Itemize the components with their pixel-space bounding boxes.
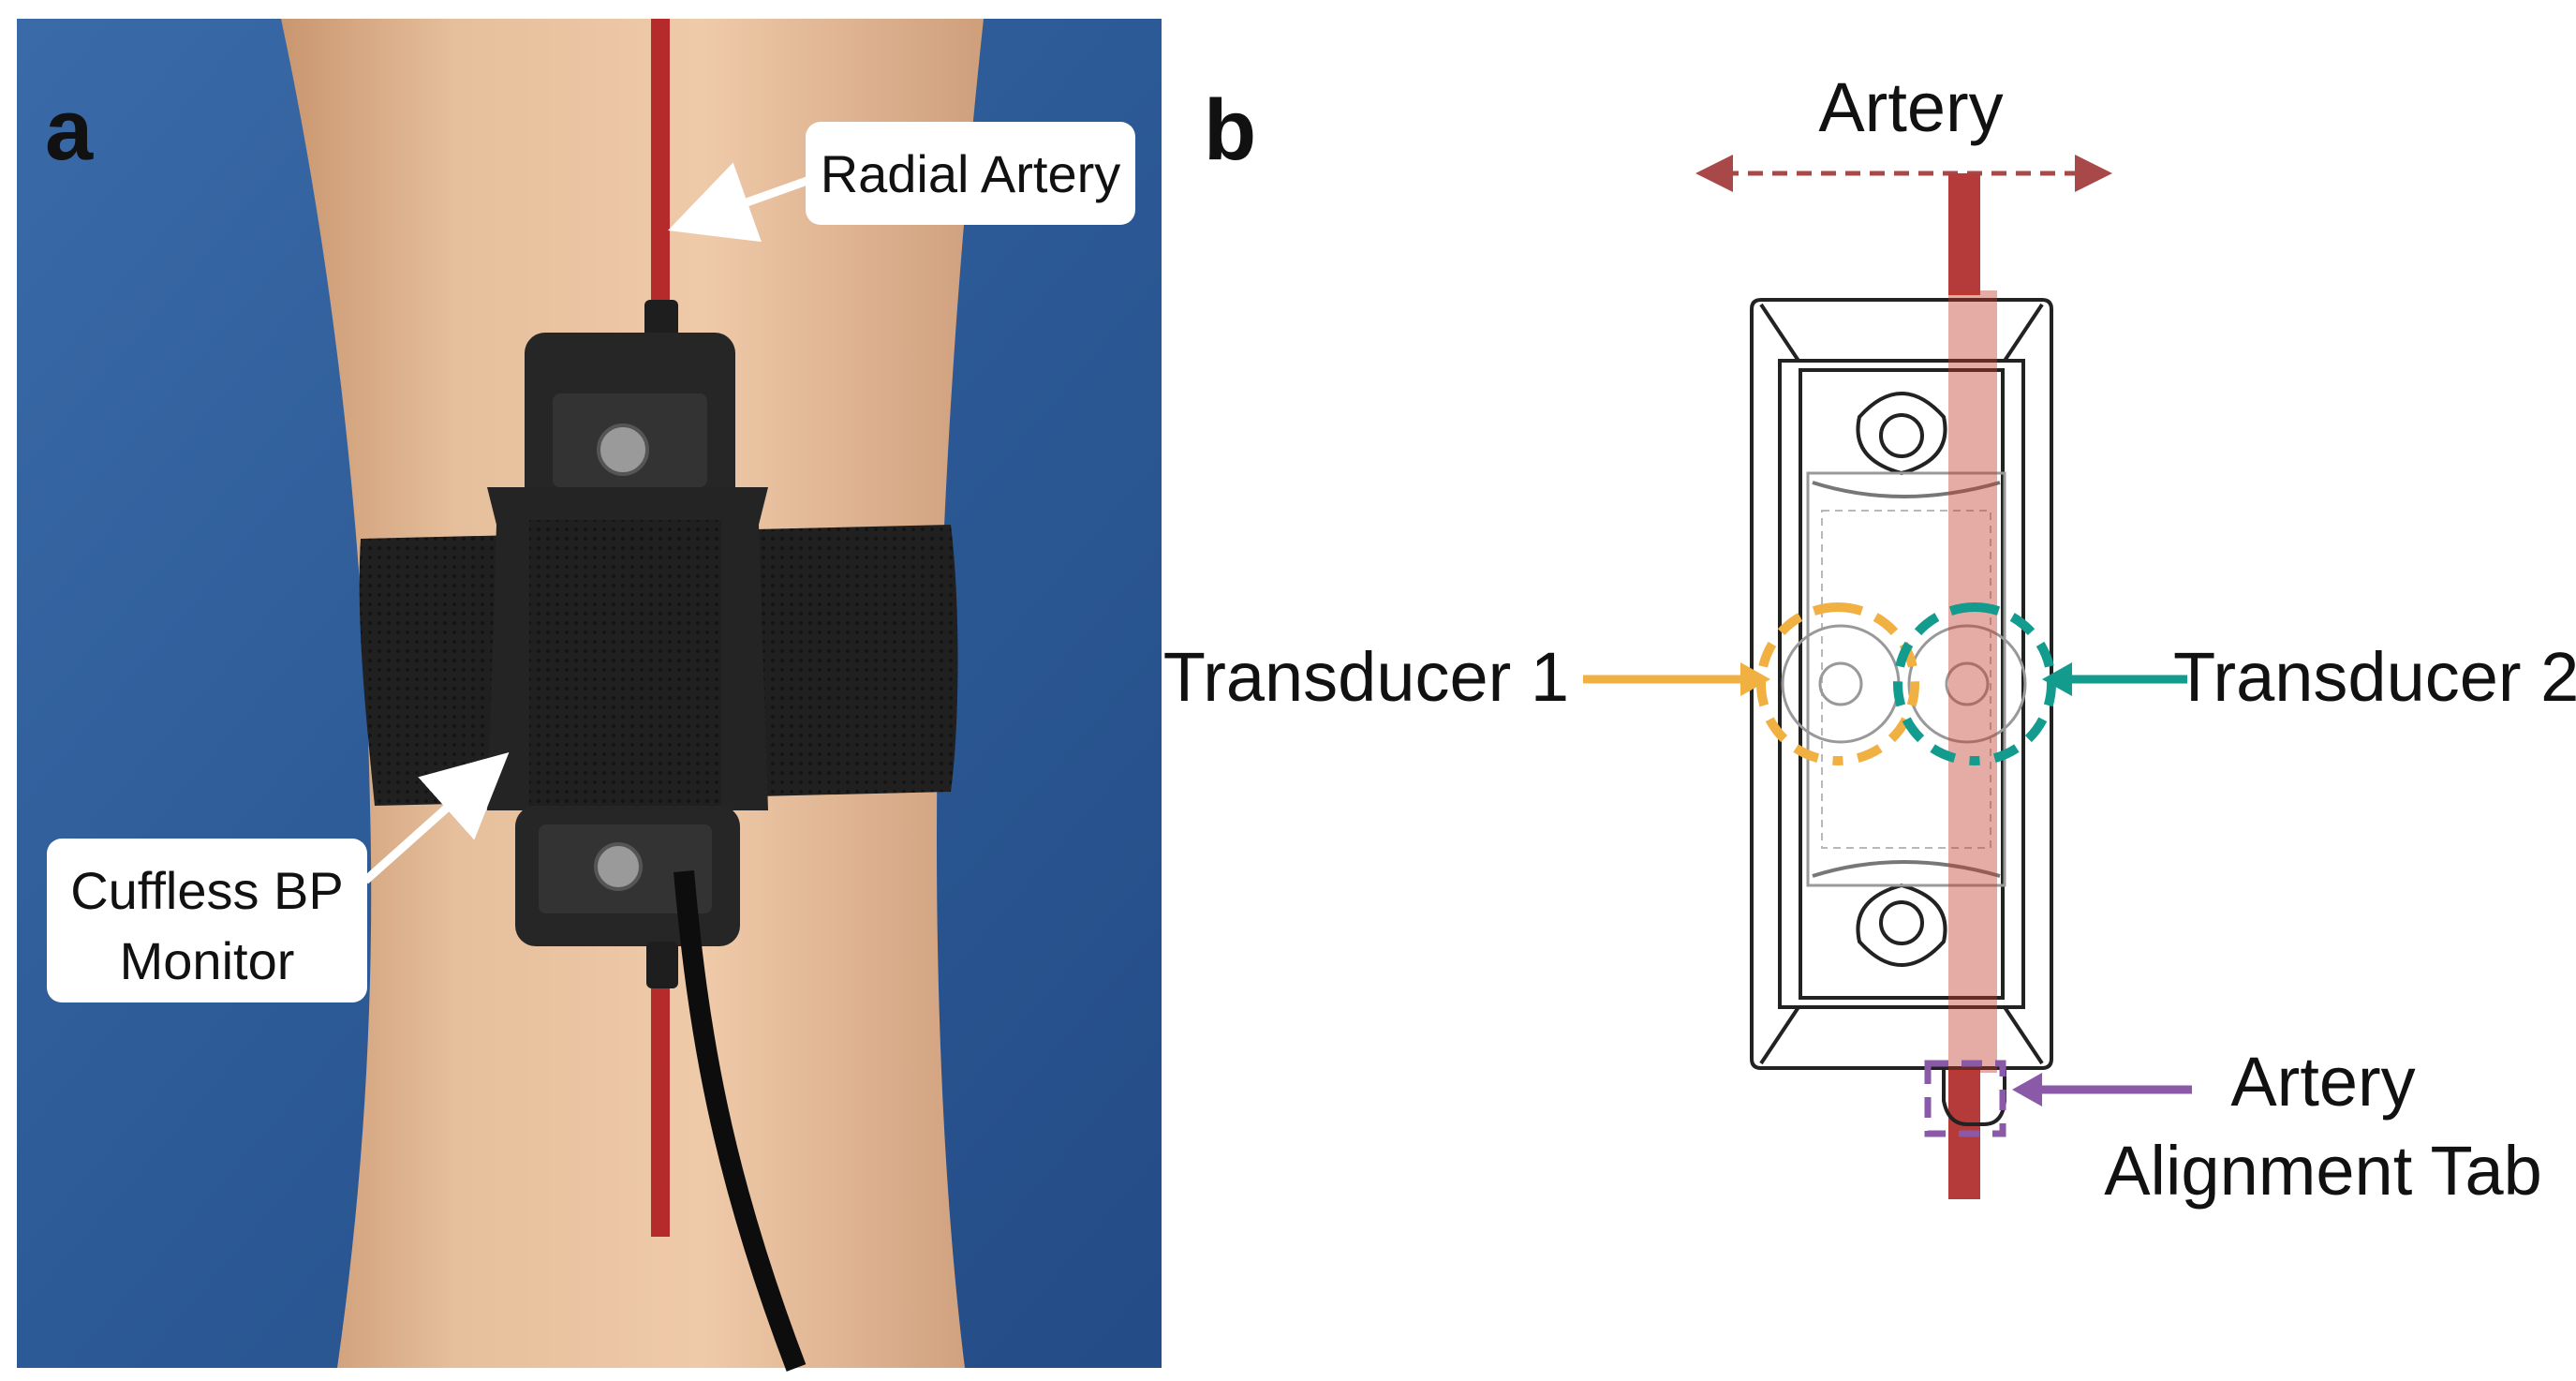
panel-b-letter: b [1204, 82, 1256, 178]
artery-direction-arrow-left [1695, 155, 1733, 192]
transducer-1-arrowhead [1740, 662, 1770, 696]
screw-bottom [594, 842, 643, 891]
monitor-cable [674, 870, 807, 1372]
transducer-2-label: Transducer 2 [2173, 638, 2576, 716]
radial-artery-arrow [668, 162, 817, 243]
alignment-tab-label-line2: Alignment Tab [2104, 1132, 2542, 1210]
artery-bar-top [1948, 173, 1980, 295]
radial-artery-callout-text: Radial Artery [821, 144, 1121, 203]
transducer-2-arrowhead [2042, 662, 2072, 696]
artery-overlay [1948, 290, 1997, 1073]
transducer-1-label: Transducer 1 [1163, 638, 1569, 716]
alignment-tab-label-line1: Artery [2230, 1043, 2415, 1121]
monitor-callout-line2: Monitor [120, 931, 295, 990]
monitor-arrow [363, 752, 510, 884]
artery-label: Artery [1818, 68, 2003, 146]
radial-artery-callout-box [806, 122, 1135, 225]
alignment-tab-marker [1924, 1060, 2006, 1137]
panel-a: Radial Artery Cuffless BP Monitor a [17, 19, 1162, 1372]
monitor-callout-line1: Cuffless BP [70, 861, 344, 920]
screw-top [597, 423, 649, 476]
cuffless-bp-monitor [487, 300, 768, 988]
panel-b: b Artery [1163, 68, 2576, 1210]
artery-direction-arrow-right [2075, 155, 2112, 192]
device-housing [1750, 298, 2053, 1126]
monitor-callout-box [47, 839, 367, 1002]
panel-a-letter: a [45, 82, 94, 178]
alignment-tab-arrowhead [2012, 1073, 2042, 1106]
